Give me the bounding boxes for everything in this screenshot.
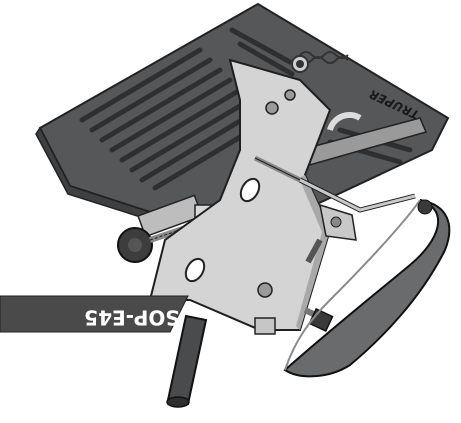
bottom-bolts bbox=[254, 307, 334, 335]
springs bbox=[291, 51, 349, 73]
model-label-badge: SOP-E45 bbox=[0, 295, 189, 333]
guard-rod bbox=[298, 177, 416, 213]
blade-guard bbox=[283, 199, 451, 378]
model-label: SOP-E45 bbox=[84, 306, 180, 330]
side-bracket bbox=[305, 203, 357, 264]
plate-slots bbox=[79, 27, 413, 191]
handle-grip bbox=[166, 314, 208, 408]
